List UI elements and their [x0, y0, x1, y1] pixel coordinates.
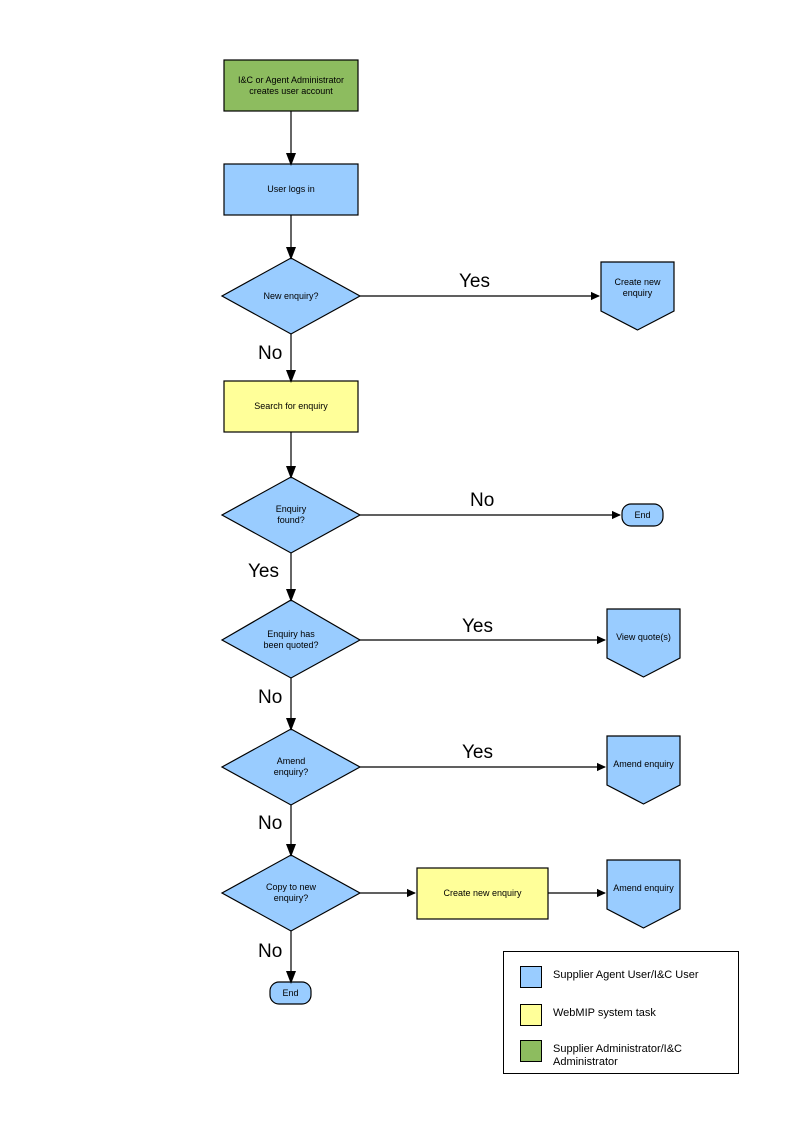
arrowhead-into-amend-dec: [286, 718, 296, 731]
node-search-for-enquiry[interactable]: [223, 380, 359, 433]
node-enquiry-found-decision[interactable]: [220, 476, 362, 554]
legend-label-webmip-system-task: WebMIP system task: [553, 1007, 656, 1019]
legend-label-supplier-administrator: Supplier Administrator/I&C Administrator: [553, 1043, 682, 1068]
legend-swatch-system-yellow: [520, 1004, 542, 1026]
shapes-layer: [220, 59, 681, 1005]
node-end-bottom[interactable]: [269, 981, 312, 1005]
node-view-quotes[interactable]: [606, 608, 681, 678]
arrowhead-into-search: [286, 370, 296, 383]
arrowhead-into-copy-dec: [286, 844, 296, 857]
arrowhead-into-end-bottom: [286, 971, 296, 984]
node-amend-enquiry-bottom[interactable]: [606, 859, 681, 929]
edges-layer: [286, 111, 621, 981]
node-amend-enquiry-mid[interactable]: [606, 735, 681, 805]
arrowhead-into-new-enquiry: [286, 247, 296, 260]
node-copy-to-new-enquiry-decision[interactable]: [220, 854, 362, 932]
arrowhead-into-login: [286, 153, 296, 166]
node-user-logs-in[interactable]: [223, 163, 359, 216]
legend-item-webmip-system-task: WebMIP system task: [520, 1004, 728, 1026]
arrowhead-into-found: [286, 466, 296, 479]
legend-swatch-user-blue: [520, 966, 542, 988]
node-enquiry-quoted-decision[interactable]: [220, 599, 362, 679]
legend-item-supplier-agent-user: Supplier Agent User/I&C User: [520, 966, 728, 988]
node-create-user-account[interactable]: [223, 59, 359, 112]
legend-item-supplier-administrator: Supplier Administrator/I&C Administrator: [520, 1040, 728, 1069]
node-create-new-enquiry-top[interactable]: [600, 261, 675, 331]
legend-label-supplier-agent-user: Supplier Agent User/I&C User: [553, 969, 699, 981]
node-new-enquiry-decision[interactable]: [220, 257, 362, 335]
arrow-overlay: [286, 153, 296, 984]
legend-swatch-admin-green: [520, 1040, 542, 1062]
node-amend-enquiry-decision[interactable]: [220, 728, 362, 806]
node-create-new-enquiry-bottom[interactable]: [416, 867, 549, 920]
legend: Supplier Agent User/I&C User WebMIP syst…: [503, 951, 739, 1074]
node-end-top[interactable]: [621, 503, 664, 527]
arrowhead-into-quoted: [286, 589, 296, 602]
